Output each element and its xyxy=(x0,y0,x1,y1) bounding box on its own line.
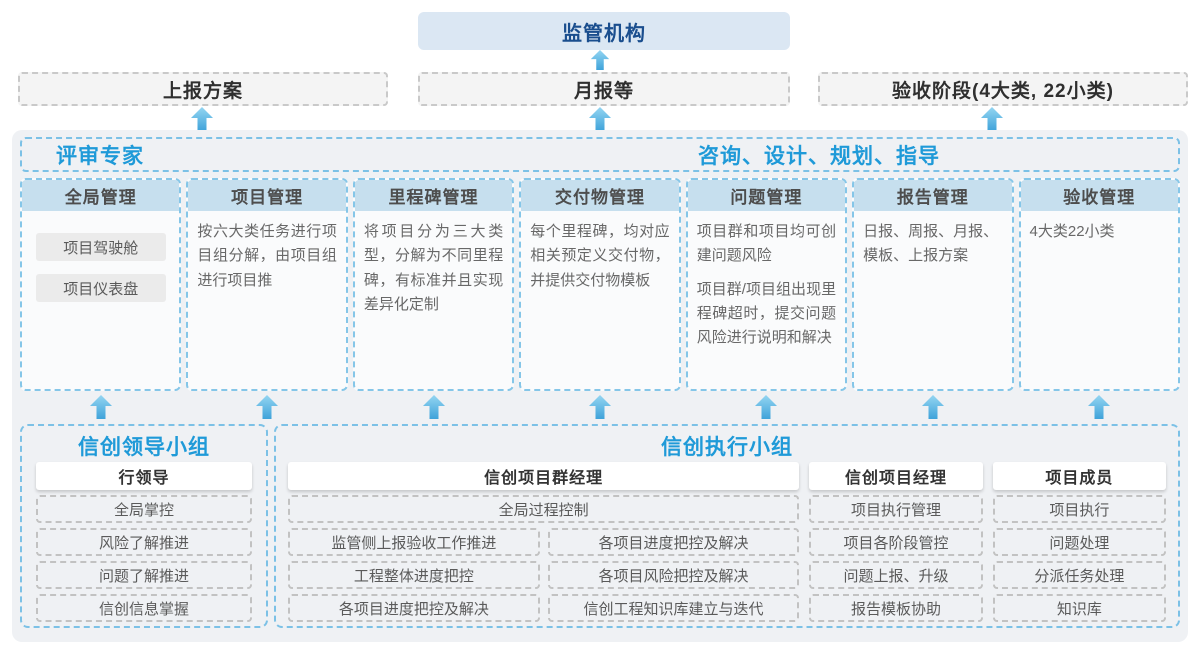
regulator-box: 监管机构 xyxy=(418,12,790,50)
management-columns: 全局管理 项目驾驶舱 项目仪表盘 项目管理 按六大类任务进行项目组分解，由项目组… xyxy=(20,178,1180,391)
output-label: 验收阶段(4大类, 22小类) xyxy=(892,80,1114,102)
column-paragraph: 按六大类任务进行项目组分解，由项目组进行项目推 xyxy=(197,223,337,289)
up-arrow-icon xyxy=(589,107,611,131)
consult-label: 咨询、设计、规划、指导 xyxy=(698,144,940,168)
member-section: 项目成员 项目执行 问题处理 分派任务处理 知识库 xyxy=(992,462,1166,622)
task-chip: 信创信息掌握 xyxy=(36,594,252,622)
column-paragraph: 日报、周报、月报、模板、上报方案 xyxy=(863,223,999,265)
column-body: 按六大类任务进行项目组分解，由项目组进行项目推 xyxy=(188,211,345,302)
column-title: 项目管理 xyxy=(188,180,346,211)
leader-team-box: 信创领导小组 行领导 全局掌控 风险了解推进 问题了解推进 信创信息掌握 xyxy=(20,424,268,628)
up-arrow-icon xyxy=(256,395,278,419)
column-project-management: 项目管理 按六大类任务进行项目组分解，由项目组进行项目推 xyxy=(186,178,348,391)
group-manager-section: 信创项目群经理 全局过程控制 监管侧上报验收工作推进 工程整体进度把控 各项目进… xyxy=(288,462,800,622)
task-chip: 全局掌控 xyxy=(36,495,252,523)
role-card: 项目成员 xyxy=(992,462,1166,490)
group-manager-tasks-left: 监管侧上报验收工作推进 工程整体进度把控 各项目进度把控及解决 xyxy=(288,523,540,622)
task-chip: 全局过程控制 xyxy=(288,495,800,523)
column-title: 交付物管理 xyxy=(521,180,679,211)
up-arrow-icon xyxy=(755,395,777,419)
column-issue-management: 问题管理 项目群和项目均可创建问题风险 项目群/项目组出现里程碑超时，提交问题风… xyxy=(685,178,848,391)
column-paragraph: 每个里程碑，均对应相关预定义交付物，并提供交付物模板 xyxy=(530,223,670,289)
task-chip: 分派任务处理 xyxy=(992,561,1166,589)
output-box-acceptance-stage: 验收阶段(4大类, 22小类) xyxy=(818,72,1188,106)
exec-team-box: 信创执行小组 信创项目群经理 全局过程控制 监管侧上报验收工作推进 工程整体进度… xyxy=(274,424,1180,628)
role-card: 信创项目经理 xyxy=(809,462,983,490)
team-title: 信创执行小组 xyxy=(661,436,793,459)
task-chip: 项目各阶段管控 xyxy=(809,528,983,556)
output-box-monthly-report: 月报等 xyxy=(418,72,790,106)
role-card: 信创项目群经理 xyxy=(288,462,800,490)
advisor-strip: 评审专家 咨询、设计、规划、指导 xyxy=(20,137,1180,172)
task-chip: 项目执行管理 xyxy=(809,495,983,523)
task-chip: 问题了解推进 xyxy=(36,561,252,589)
task-chip: 问题上报、升级 xyxy=(809,561,983,589)
exec-grid: 信创项目群经理 全局过程控制 监管侧上报验收工作推进 工程整体进度把控 各项目进… xyxy=(276,461,1178,622)
team-title: 信创领导小组 xyxy=(78,436,210,459)
project-manager-section: 信创项目经理 项目执行管理 项目各阶段管控 问题上报、升级 报告模板协助 xyxy=(809,462,983,622)
column-body: 将项目分为三大类型，分解为不同里程碑，有标准并且实现差异化定制 xyxy=(355,211,512,326)
column-paragraph: 项目群/项目组出现里程碑超时，提交问题风险进行说明和解决 xyxy=(696,280,837,347)
group-manager-tasks-right: 各项目进度把控及解决 各项目风险把控及解决 信创工程知识库建立与迭代 xyxy=(547,523,800,622)
up-arrow-icon xyxy=(589,395,611,419)
column-paragraph: 将项目分为三大类型，分解为不同里程碑，有标准并且实现差异化定制 xyxy=(363,223,504,313)
column-title: 问题管理 xyxy=(687,180,846,211)
task-chip: 工程整体进度把控 xyxy=(288,561,540,589)
up-arrow-icon xyxy=(191,107,213,131)
column-paragraph: 4大类22小类 xyxy=(1029,223,1115,240)
regulator-label: 监管机构 xyxy=(562,22,646,45)
up-arrow-icon xyxy=(981,107,1003,131)
column-body: 日报、周报、月报、模板、上报方案 xyxy=(854,211,1011,278)
task-chip: 信创工程知识库建立与迭代 xyxy=(547,594,800,622)
column-body: 项目群和项目均可创建问题风险 项目群/项目组出现里程碑超时，提交问题风险进行说明… xyxy=(688,211,845,359)
column-title: 全局管理 xyxy=(22,180,180,211)
up-arrow-icon xyxy=(922,395,944,419)
column-body: 每个里程碑，均对应相关预定义交付物，并提供交付物模板 xyxy=(521,211,678,302)
task-chip: 知识库 xyxy=(992,594,1166,622)
column-paragraph: 项目群和项目均可创建问题风险 xyxy=(696,223,837,265)
column-milestone-management: 里程碑管理 将项目分为三大类型，分解为不同里程碑，有标准并且实现差异化定制 xyxy=(352,178,515,391)
group-manager-task-columns: 监管侧上报验收工作推进 工程整体进度把控 各项目进度把控及解决 各项目进度把控及… xyxy=(288,523,800,622)
task-chip: 项目执行 xyxy=(992,495,1166,523)
column-report-management: 报告管理 日报、周报、月报、模板、上报方案 xyxy=(852,178,1014,391)
feature-chip: 项目驾驶舱 xyxy=(35,233,166,261)
task-chip: 报告模板协助 xyxy=(809,594,983,622)
task-chip: 各项目风险把控及解决 xyxy=(547,561,800,589)
column-title: 验收管理 xyxy=(1020,180,1178,211)
task-chip: 监管侧上报验收工作推进 xyxy=(288,528,540,556)
expert-label: 评审专家 xyxy=(56,144,144,168)
column-global-management: 全局管理 项目驾驶舱 项目仪表盘 xyxy=(20,178,182,391)
column-title: 里程碑管理 xyxy=(354,180,513,211)
column-acceptance-management: 验收管理 4大类22小类 xyxy=(1018,178,1180,391)
up-arrow-icon xyxy=(423,395,445,419)
feature-chip: 项目仪表盘 xyxy=(35,274,166,302)
up-arrow-icon xyxy=(589,50,611,70)
task-chip: 风险了解推进 xyxy=(36,528,252,556)
task-chip: 问题处理 xyxy=(992,528,1166,556)
column-body: 4大类22小类 xyxy=(1021,211,1178,253)
output-box-report-plan: 上报方案 xyxy=(18,72,388,106)
role-card: 行领导 xyxy=(36,462,252,490)
task-chip: 各项目进度把控及解决 xyxy=(547,528,800,556)
output-label: 月报等 xyxy=(573,80,634,102)
up-arrow-icon xyxy=(1088,395,1110,419)
column-body: 项目驾驶舱 项目仪表盘 xyxy=(22,211,179,302)
task-chip: 各项目进度把控及解决 xyxy=(288,594,540,622)
up-arrow-icon xyxy=(90,395,112,419)
column-deliverable-management: 交付物管理 每个里程碑，均对应相关预定义交付物，并提供交付物模板 xyxy=(519,178,681,391)
output-label: 上报方案 xyxy=(162,80,243,102)
column-title: 报告管理 xyxy=(854,180,1012,211)
platform-panel: 评审专家 咨询、设计、规划、指导 全局管理 项目驾驶舱 项目仪表盘 项目管理 按… xyxy=(12,130,1188,642)
